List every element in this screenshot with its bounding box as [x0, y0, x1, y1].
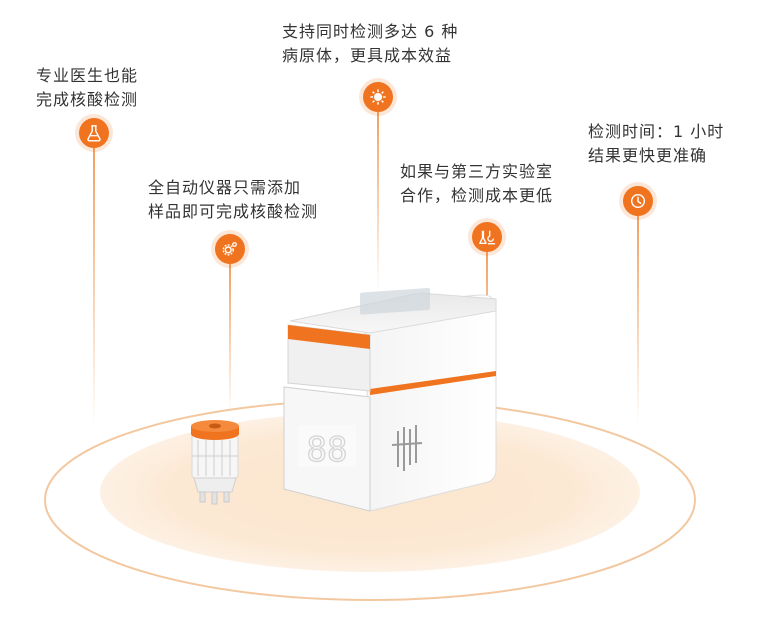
feature-time-line-2: 结果更快更准确 — [588, 146, 708, 165]
feature-auto-text: 全自动仪器只需添加 样品即可完成核酸检测 — [148, 176, 318, 224]
feature-pathogen-text: 支持同时检测多达 6 种 病原体，更具成本效益 — [282, 20, 458, 68]
test-cartridge — [191, 420, 239, 505]
feature-pathogen-line-2: 病原体，更具成本效益 — [282, 46, 453, 65]
feature-pathogen-line-1: 支持同时检测多达 6 种 — [282, 22, 459, 41]
feature-cost-line-2: 合作，检测成本更低 — [400, 186, 554, 205]
connector-line-doctor — [93, 148, 95, 428]
feature-doctor-line-2: 完成核酸检测 — [36, 90, 139, 109]
analyzer-device: 88 — [283, 287, 497, 512]
virus-icon — [363, 82, 393, 112]
feature-auto-line-1: 全自动仪器只需添加 — [148, 178, 302, 197]
feature-doctor-line-1: 专业医生也能 — [36, 66, 139, 85]
feature-time-line-1: 检测时间：1 小时 — [588, 122, 725, 141]
gear-icon — [215, 234, 245, 264]
connector-line-time — [637, 216, 639, 426]
connector-line-auto — [229, 264, 231, 414]
feature-cost-line-1: 如果与第三方实验室 — [400, 162, 554, 181]
brand-logo-icon — [391, 425, 423, 471]
lab-icon — [472, 222, 502, 252]
flask-icon — [79, 118, 109, 148]
clock-icon — [623, 186, 653, 216]
connector-line-pathogen — [377, 112, 379, 292]
feature-doctor-text: 专业医生也能 完成核酸检测 — [36, 64, 138, 112]
feature-auto-line-2: 样品即可完成核酸检测 — [148, 202, 319, 221]
feature-time-text: 检测时间：1 小时 结果更快更准确 — [588, 120, 724, 168]
device-display: 88 — [307, 430, 348, 470]
feature-cost-text: 如果与第三方实验室 合作，检测成本更低 — [400, 160, 553, 208]
